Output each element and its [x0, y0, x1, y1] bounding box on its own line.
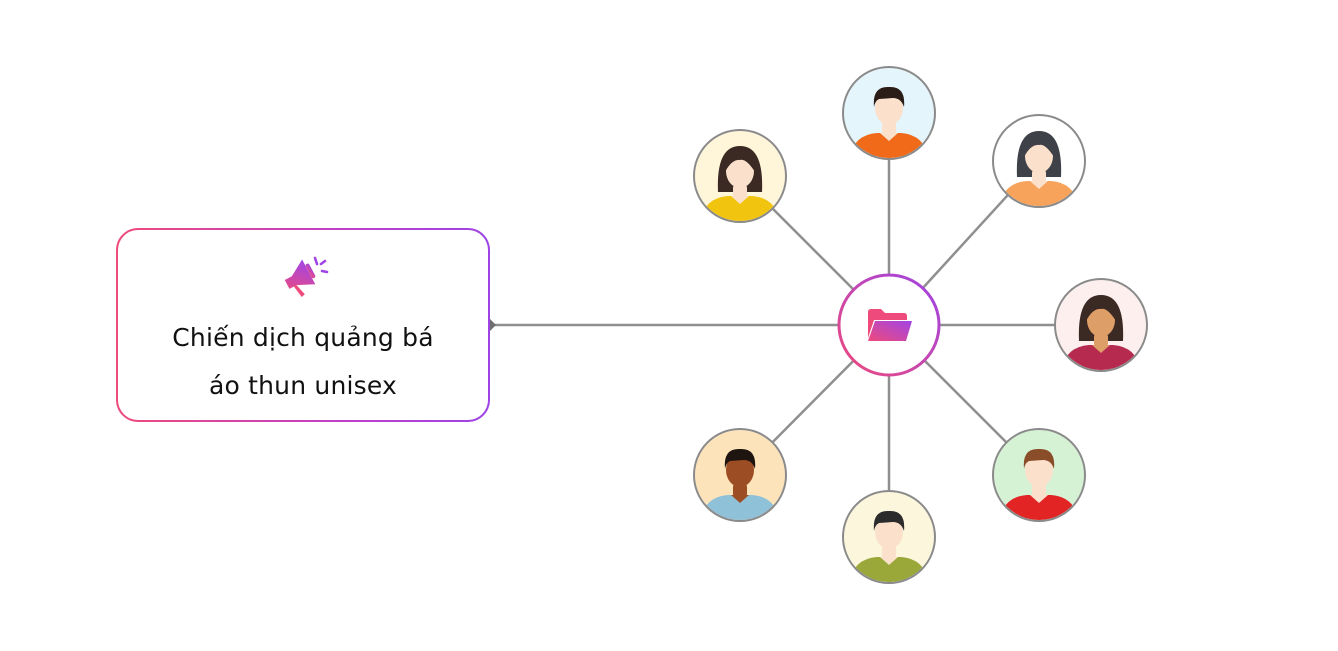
- connector-lines: [482, 159, 1055, 491]
- person-avatar-bottom-right: [992, 428, 1086, 522]
- person-avatar-top-left: [693, 129, 787, 223]
- connector-hub-person-5: [923, 359, 1008, 444]
- person-avatar-top-right: [992, 114, 1086, 208]
- person-avatar-bottom: [842, 490, 936, 584]
- connector-hub-person-3: [921, 194, 1009, 289]
- connector-hub-person-1: [771, 207, 855, 291]
- person-avatar-bottom-left: [693, 428, 787, 522]
- person-avatar-top: [842, 66, 936, 160]
- person-avatar-right: [1054, 278, 1148, 372]
- connector-hub-person-7: [771, 359, 855, 444]
- megaphone-icon: [284, 256, 329, 298]
- folder-icon: [868, 309, 912, 341]
- hub-node[interactable]: [837, 273, 941, 377]
- campaign-title: Chiến dịch quảng bá áo thun unisex: [172, 323, 434, 400]
- campaign-node[interactable]: Chiến dịch quảng bá áo thun unisex: [116, 228, 490, 422]
- person-icon: [695, 131, 785, 221]
- audience-avatars: [693, 66, 1148, 584]
